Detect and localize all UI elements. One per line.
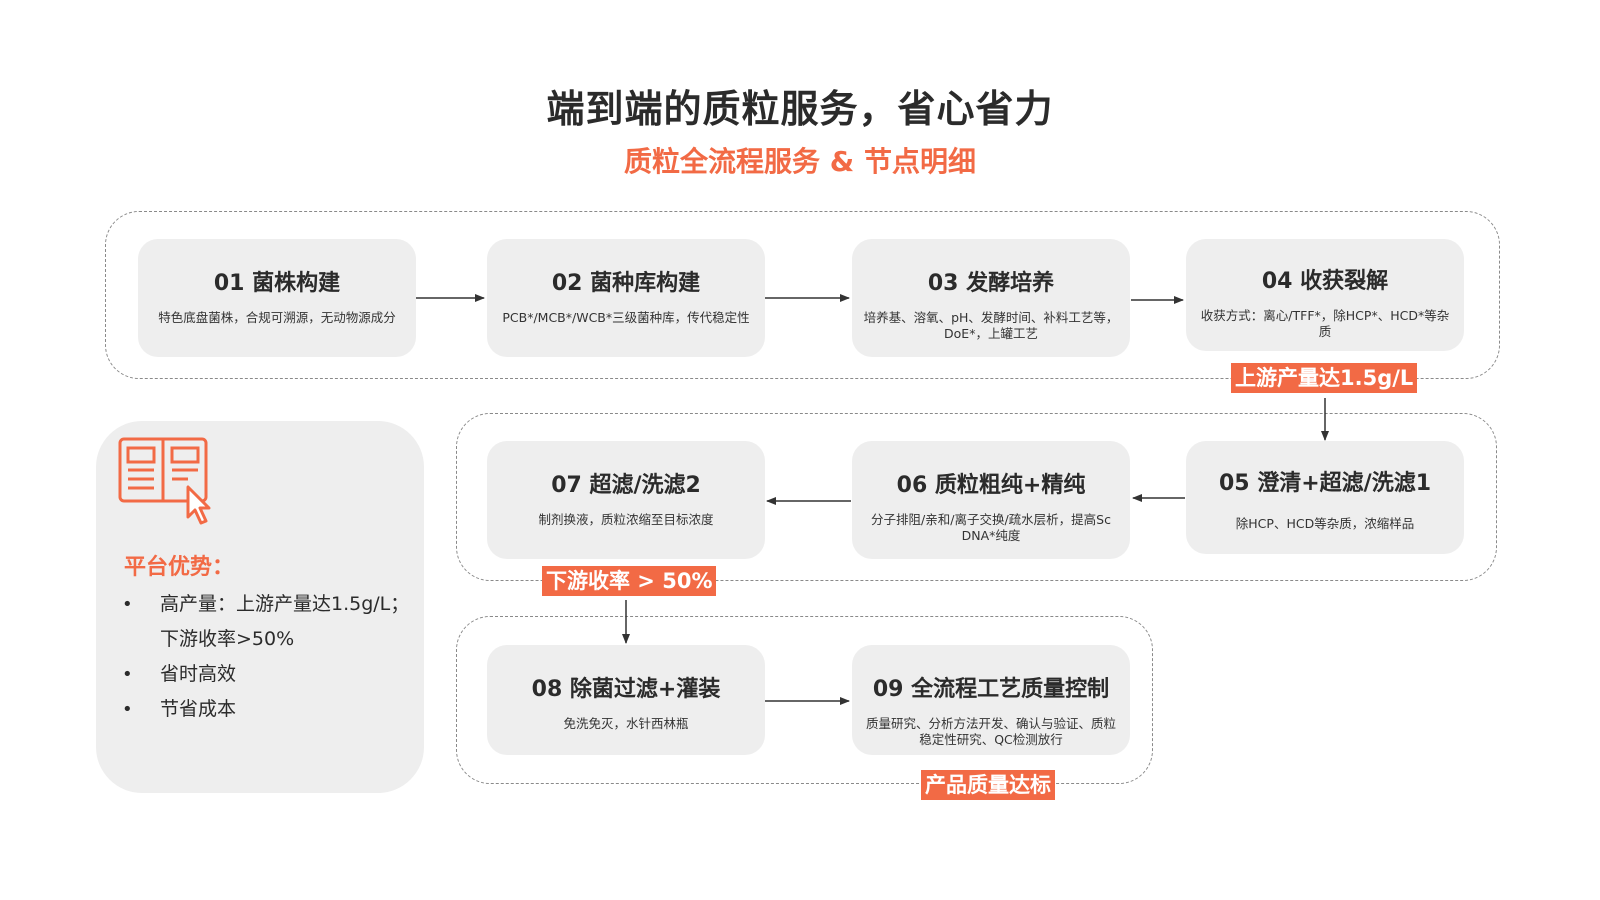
downstream-recovery-tag: 下游收率 > 50% <box>542 566 717 596</box>
step-04-desc: 收获方式：离心/TFF*，除HCP*、HCD*等杂质 <box>1200 308 1450 339</box>
step-08-desc: 免洗免灭，水针西林瓶 <box>563 716 689 731</box>
step-02-desc: PCB*/MCB*/WCB*三级菌种库，传代稳定性 <box>502 310 750 325</box>
advantages-list: • 高产量：上游产量达1.5g/L；下游收率>50% • 省时高效 • 节省成本 <box>122 587 412 727</box>
platform-advantages-panel: 平台优势： • 高产量：上游产量达1.5g/L；下游收率>50% • 省时高效 … <box>96 421 424 793</box>
advantage-text: 高产量：上游产量达1.5g/L；下游收率>50% <box>160 593 410 650</box>
step-07-card: 07 超滤/洗滤2 制剂换液，质粒浓缩至目标浓度 <box>487 441 765 559</box>
bullet-icon: • <box>122 594 133 615</box>
step-04-card: 04 收获裂解 收获方式：离心/TFF*，除HCP*、HCD*等杂质 <box>1186 239 1464 351</box>
step-06-title: 06 质粒粗纯+精纯 <box>896 473 1086 498</box>
step-02-title: 02 菌种库构建 <box>551 271 701 296</box>
step-02-card: 02 菌种库构建 PCB*/MCB*/WCB*三级菌种库，传代稳定性 <box>487 239 765 357</box>
advantage-text: 节省成本 <box>160 698 237 720</box>
advantage-item: • 省时高效 <box>122 657 412 692</box>
page-subtitle: 质粒全流程服务 & 节点明细 <box>624 145 976 178</box>
fill-qc-group <box>456 616 1153 784</box>
step-06-desc: 分子排阻/亲和/离子交换/疏水层析，提高Sc DNA*纯度 <box>871 512 1111 543</box>
step-08-card: 08 除菌过滤+灌装 免洗免灭，水针西林瓶 <box>487 645 765 755</box>
step-01-title: 01 菌株构建 <box>213 271 341 296</box>
step-04-title: 04 收获裂解 <box>1261 269 1389 294</box>
purification-group <box>456 413 1497 581</box>
document-cursor-icon <box>118 437 214 533</box>
step-03-title: 03 发酵培养 <box>927 271 1055 296</box>
step-09-desc: 质量研究、分析方法开发、确认与验证、质粒稳定性研究、QC检测放行 <box>865 716 1116 747</box>
step-05-title: 05 澄清+超滤/洗滤1 <box>1218 471 1432 496</box>
advantage-text: 省时高效 <box>160 663 237 685</box>
advantage-item: • 节省成本 <box>122 692 412 727</box>
step-09-title: 09 全流程工艺质量控制 <box>872 677 1110 702</box>
step-03-desc: 培养基、溶氧、pH、发酵时间、补料工艺等，DoE*，上罐工艺 <box>863 310 1119 341</box>
platform-advantages-title: 平台优势： <box>124 555 235 580</box>
bullet-icon: • <box>122 699 133 720</box>
step-06-card: 06 质粒粗纯+精纯 分子排阻/亲和/离子交换/疏水层析，提高Sc DNA*纯度 <box>852 441 1130 559</box>
step-03-card: 03 发酵培养 培养基、溶氧、pH、发酵时间、补料工艺等，DoE*，上罐工艺 <box>852 239 1130 357</box>
step-08-title: 08 除菌过滤+灌装 <box>531 677 721 702</box>
step-09-card: 09 全流程工艺质量控制 质量研究、分析方法开发、确认与验证、质粒稳定性研究、Q… <box>852 645 1130 755</box>
step-05-card: 05 澄清+超滤/洗滤1 除HCP、HCD等杂质，浓缩样品 <box>1186 441 1464 554</box>
step-05-desc: 除HCP、HCD等杂质，浓缩样品 <box>1235 516 1415 531</box>
upstream-group <box>105 211 1500 379</box>
step-01-desc: 特色底盘菌株，合规可溯源，无动物源成分 <box>158 310 396 325</box>
step-07-desc: 制剂换液，质粒浓缩至目标浓度 <box>538 512 714 527</box>
page-title: 端到端的质粒服务，省心省力 <box>546 87 1054 131</box>
advantage-item: • 高产量：上游产量达1.5g/L；下游收率>50% <box>122 587 412 657</box>
upstream-yield-tag: 上游产量达1.5g/L <box>1231 363 1418 393</box>
bullet-icon: • <box>122 664 133 685</box>
step-07-title: 07 超滤/洗滤2 <box>551 473 701 498</box>
quality-standard-tag: 产品质量达标 <box>921 770 1055 800</box>
step-01-card: 01 菌株构建 特色底盘菌株，合规可溯源，无动物源成分 <box>138 239 416 357</box>
